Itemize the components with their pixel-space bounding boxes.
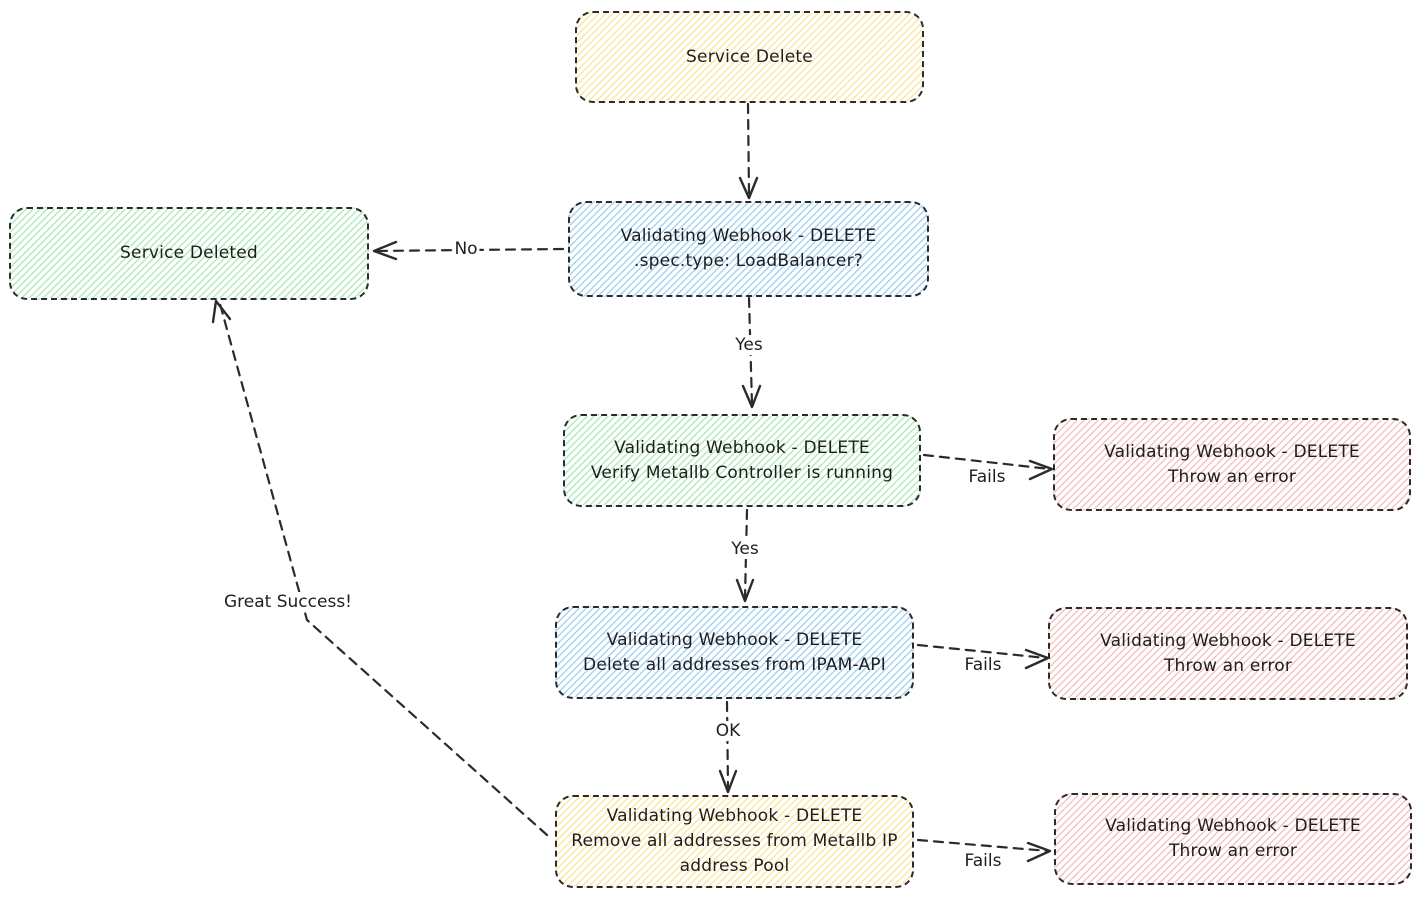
edge-label-ok: OK <box>713 721 743 741</box>
node-service-deleted[interactable]: Service Deleted <box>9 207 369 300</box>
edge-check-lb-to-service-deleted <box>372 247 565 253</box>
edge-remove-pool-to-error-3 <box>916 838 1050 853</box>
node-label: Validating Webhook - DELETE .spec.type: … <box>620 226 877 271</box>
edge-service-delete-to-check-lb <box>746 102 751 196</box>
edge-label-yes-2: Yes <box>729 539 761 559</box>
arrowhead-icon <box>735 578 755 603</box>
arrowhead-icon <box>1024 648 1050 670</box>
node-label: Validating Webhook - DELETE Throw an err… <box>1105 816 1361 861</box>
edge-label-fails-1: Fails <box>966 467 1008 487</box>
node-label: Validating Webhook - DELETE Delete all a… <box>583 629 886 675</box>
node-label: Validating Webhook - DELETE Throw an err… <box>1104 441 1360 487</box>
node-label: Validating Webhook - DELETE Throw an err… <box>1100 630 1356 676</box>
node-service-delete[interactable]: Service Delete <box>575 11 924 103</box>
edge-label-fails-2: Fails <box>962 655 1004 675</box>
node-error-1[interactable]: Validating Webhook - DELETE Throw an err… <box>1053 418 1411 511</box>
node-label: Service Delete <box>686 46 813 67</box>
arrowhead-icon <box>738 176 759 200</box>
node-error-2[interactable]: Validating Webhook - DELETE Throw an err… <box>1048 607 1408 700</box>
edge-verify-controller-to-delete-ipam <box>743 508 749 600</box>
edge-label-no: No <box>452 239 480 259</box>
edge-label-fails-3: Fails <box>962 851 1004 871</box>
arrowhead-icon <box>211 299 232 324</box>
node-label: Service Deleted <box>120 243 258 263</box>
edge-label-yes-1: Yes <box>733 335 765 355</box>
arrowhead-icon <box>372 240 398 261</box>
node-check-loadbalancer[interactable]: Validating Webhook - DELETE .spec.type: … <box>568 201 929 297</box>
node-remove-pool[interactable]: Validating Webhook - DELETE Remove all a… <box>555 795 914 888</box>
node-label: Validating Webhook - DELETE Verify Metal… <box>590 437 894 483</box>
node-delete-ipam[interactable]: Validating Webhook - DELETE Delete all a… <box>555 606 914 699</box>
arrowhead-icon <box>718 769 738 794</box>
edge-delete-ipam-to-remove-pool <box>725 700 730 790</box>
edge-delete-ipam-to-error-2 <box>916 643 1048 660</box>
node-label: Validating Webhook - DELETE Remove all a… <box>571 806 898 876</box>
node-error-3[interactable]: Validating Webhook - DELETE Throw an err… <box>1054 793 1412 885</box>
arrowhead-icon <box>1028 459 1054 481</box>
edge-remove-pool-to-service-deleted <box>218 302 549 837</box>
edge-verify-controller-to-error-1 <box>922 453 1052 471</box>
edge-label-great-success: Great Success! <box>222 592 354 612</box>
arrowhead-icon <box>1026 841 1052 863</box>
node-verify-controller[interactable]: Validating Webhook - DELETE Verify Metal… <box>563 414 921 507</box>
arrowhead-icon <box>741 384 762 409</box>
